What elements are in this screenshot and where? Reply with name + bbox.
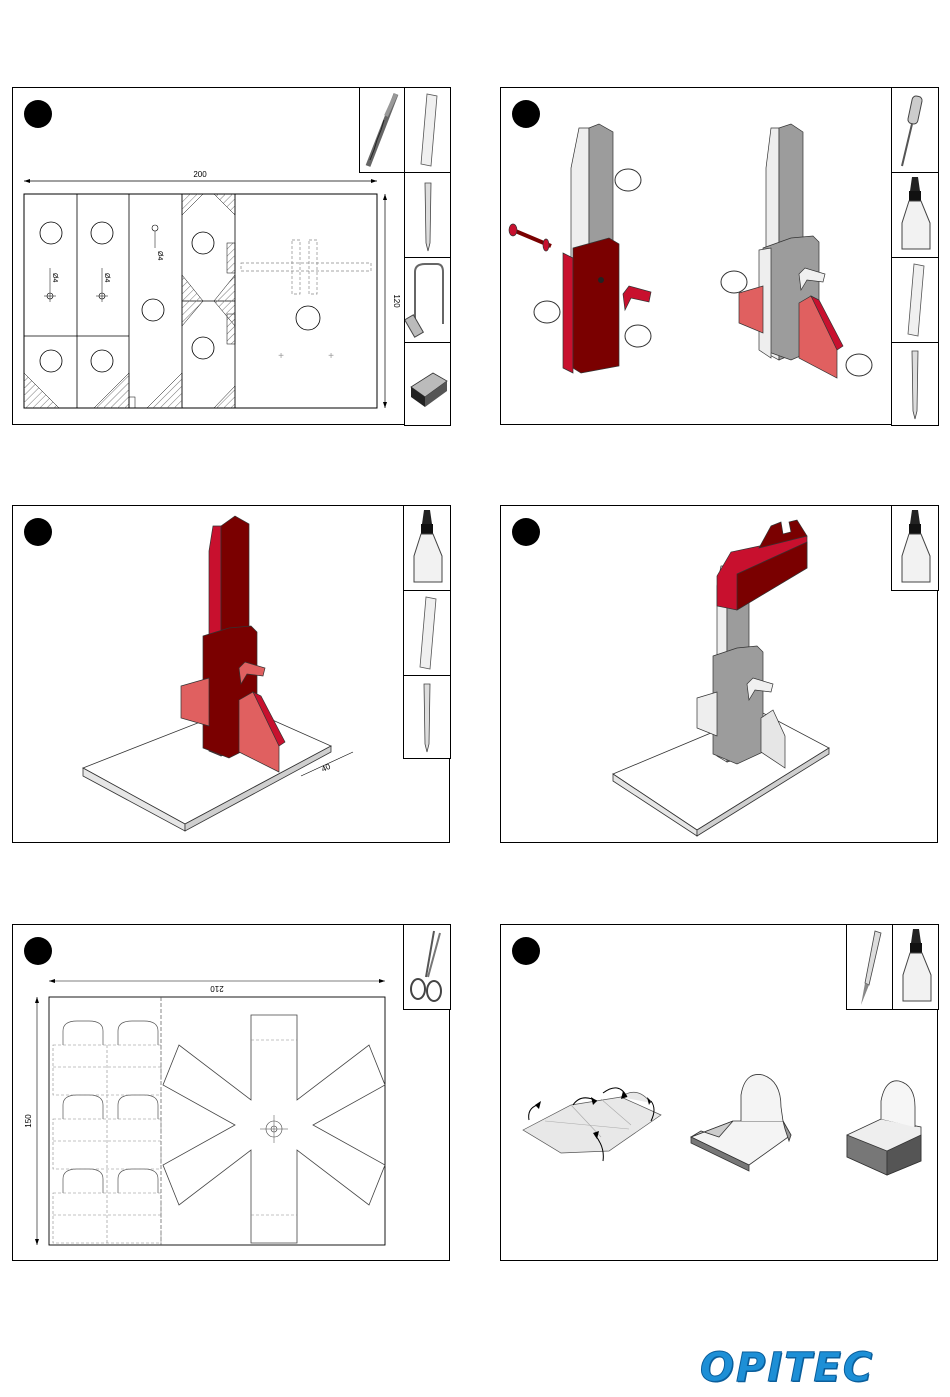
hole-label-2: Ø4 [103, 273, 110, 282]
glue-bottle-icon [892, 506, 938, 590]
scissors-icon [404, 925, 450, 1009]
tool-cell-pencil-3 [403, 675, 451, 759]
tool-cell-pencil-2 [891, 342, 939, 426]
hole-label-1: Ø4 [51, 273, 58, 282]
wood-strip-icon [404, 591, 450, 675]
svg-text:+: + [278, 351, 284, 362]
tool-cell-wood-strip-3 [403, 590, 451, 676]
tool-cell-knife [846, 924, 893, 1010]
step-2-panel [500, 87, 938, 425]
hole-label-3: Ø4 [156, 251, 163, 260]
pencil-icon [892, 343, 938, 425]
step-6-panel [500, 924, 938, 1261]
tool-cell-wood-strip-2 [891, 257, 939, 343]
tool-cell-sandpaper [404, 342, 451, 426]
tool-cell-screwdriver [891, 87, 939, 173]
tool-cell-pencil [404, 172, 451, 258]
wood-strip-icon [405, 88, 450, 172]
glue-bottle-icon [893, 925, 938, 1009]
tool-cell-glue-6 [892, 924, 939, 1010]
tool-cell-wood-strip-1 [404, 87, 451, 173]
pencil-icon [404, 676, 450, 758]
glue-bottle-icon [892, 173, 938, 257]
clamp-assembly-drawing [501, 88, 939, 426]
template-width-label: 210 [210, 984, 224, 993]
craft-knife-icon [847, 925, 892, 1009]
template-height-label: 150 [24, 1114, 33, 1128]
drill-bit-icon [360, 88, 404, 172]
offset-dimension-label: 40 [320, 762, 332, 774]
svg-text:+: + [328, 351, 334, 362]
wood-strip-icon [892, 258, 938, 342]
step-1-panel: 200 120 [12, 87, 450, 425]
screwdriver-icon [892, 88, 938, 172]
step-3-panel: 40 [12, 505, 450, 843]
tool-cell-fretsaw [404, 257, 451, 343]
step-4-panel [500, 505, 938, 843]
tool-cell-drill [359, 87, 405, 173]
cardboard-template-drawing: 210 150 [13, 925, 451, 1262]
tool-cell-glue-4 [891, 505, 939, 591]
tool-cell-scissors [403, 924, 451, 1010]
tool-cell-glue-3 [403, 505, 451, 591]
width-dimension-label: 200 [193, 170, 207, 179]
pencil-icon [405, 173, 450, 257]
sandpaper-block-icon [405, 343, 450, 425]
height-dimension-label: 120 [392, 294, 401, 308]
stand-on-base-drawing: 40 [13, 506, 451, 844]
tool-cell-glue [891, 172, 939, 258]
fretsaw-icon [405, 258, 450, 342]
opitec-logo: OPITEC [700, 1348, 910, 1388]
holder-top-drawing [501, 506, 939, 844]
glue-bottle-icon [404, 506, 450, 590]
step-5-panel: 210 150 [12, 924, 450, 1261]
